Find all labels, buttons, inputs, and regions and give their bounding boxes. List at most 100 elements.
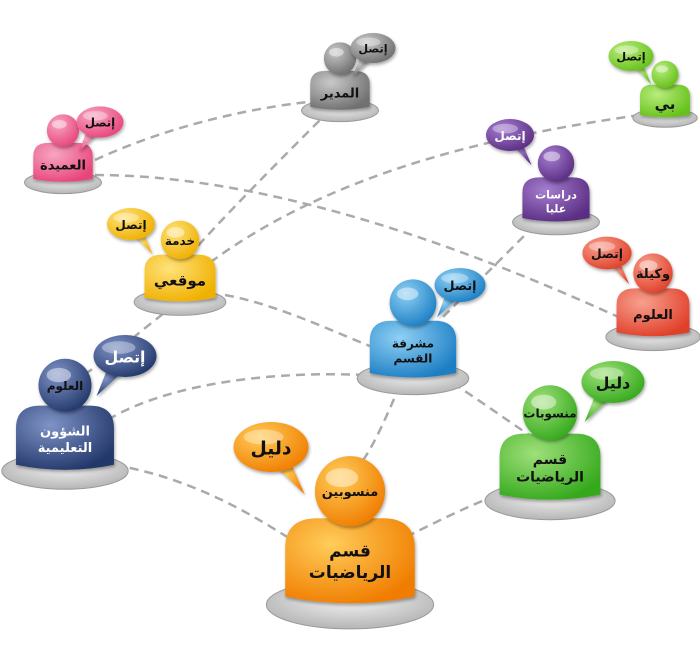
bubble-shape bbox=[434, 268, 486, 302]
head-highlight bbox=[396, 287, 419, 301]
link-dean-vicedean bbox=[94, 173, 626, 322]
head-highlight bbox=[46, 367, 72, 383]
person-bb[interactable]: بي bbox=[632, 60, 698, 128]
person-head-math-staff-green bbox=[522, 385, 578, 440]
body-label-dean-0: العميدة bbox=[40, 158, 86, 173]
bubble-highlight bbox=[441, 273, 469, 284]
body-label-director-0: المدير bbox=[320, 86, 360, 101]
head-highlight bbox=[325, 468, 359, 488]
head-label-math-staff-orange: منسوبين bbox=[322, 485, 379, 500]
head-highlight bbox=[328, 47, 344, 57]
speech-bubble-math-staff-green[interactable]: دليل bbox=[581, 361, 645, 422]
bubble-highlight bbox=[82, 111, 108, 121]
person-body-dean bbox=[33, 142, 93, 182]
bubble-label-dean: إتصل bbox=[85, 116, 115, 130]
person-body-website bbox=[144, 254, 216, 302]
bubble-tail bbox=[133, 234, 153, 255]
bubble-tail bbox=[96, 370, 122, 396]
person-body-edu-affairs bbox=[16, 405, 114, 470]
speech-bubble-edu-affairs[interactable]: إتصل bbox=[93, 335, 157, 396]
bubble-highlight bbox=[356, 37, 381, 47]
person-head-edu-affairs bbox=[38, 358, 92, 412]
link-eduaffairs-orange bbox=[114, 463, 301, 547]
bubble-shape bbox=[350, 33, 396, 63]
person-dean[interactable]: العميدة bbox=[24, 114, 102, 195]
link-bb-website bbox=[199, 113, 641, 271]
speech-bubble-website[interactable]: إتصل bbox=[107, 208, 155, 255]
head-highlight bbox=[639, 260, 658, 271]
speech-bubble-dean[interactable]: إتصل bbox=[76, 106, 124, 152]
speech-bubble-graduate[interactable]: إتصل bbox=[486, 119, 534, 166]
person-director[interactable]: المدير bbox=[301, 42, 379, 123]
body-label-math-staff-green-1: الرياضيات bbox=[516, 470, 584, 486]
person-head-dean bbox=[46, 114, 80, 147]
body-label-graduate-1: عليا bbox=[546, 202, 567, 215]
person-body-director bbox=[310, 70, 370, 110]
body-label-vice-dean-0: العلوم bbox=[633, 308, 673, 323]
speech-bubble-bb[interactable]: إتصل bbox=[608, 41, 654, 85]
person-head-graduate bbox=[537, 145, 575, 182]
body-label-math-staff-green-0: قسم bbox=[533, 452, 567, 468]
head-label-math-staff-green: منسوبات bbox=[523, 407, 576, 422]
link-director-website bbox=[184, 109, 331, 261]
body-label-supervisor-0: مشرفة bbox=[392, 337, 434, 351]
bubble-highlight bbox=[589, 367, 624, 380]
bubble-highlight bbox=[492, 123, 518, 134]
person-math-staff-green[interactable]: منسوبات قسم الرياضيات bbox=[484, 385, 616, 521]
bubble-highlight bbox=[614, 45, 639, 55]
bubble-highlight bbox=[243, 429, 284, 445]
body-label-edu-affairs-1: التعليمية bbox=[38, 441, 93, 456]
speech-bubble-vice-dean[interactable]: إتصل bbox=[582, 236, 632, 285]
bubble-shape bbox=[486, 119, 534, 151]
person-body-vice-dean bbox=[616, 288, 690, 337]
bubble-label-math-staff-orange: دليل bbox=[250, 439, 291, 460]
bubble-shape bbox=[76, 106, 124, 138]
body-label-graduate-0: دراسات bbox=[535, 189, 577, 202]
person-body-supervisor bbox=[369, 320, 457, 378]
head-label-vice-dean: وكيلة bbox=[636, 267, 670, 282]
body-label-edu-affairs-0: الشؤون bbox=[40, 425, 90, 440]
bubble-label-math-staff-green: دليل bbox=[596, 373, 630, 392]
bubble-shape bbox=[107, 208, 155, 240]
bubble-highlight bbox=[113, 212, 139, 223]
bubble-shape bbox=[233, 422, 309, 472]
person-body-math-staff-orange bbox=[285, 518, 415, 604]
speech-bubble-director[interactable]: إتصل bbox=[350, 33, 396, 77]
bubble-shape bbox=[608, 41, 654, 71]
bubble-tail bbox=[584, 396, 610, 422]
head-highlight bbox=[655, 65, 669, 73]
bubble-label-graduate: إتصل bbox=[494, 129, 525, 143]
bubble-tail bbox=[78, 132, 98, 152]
bubble-label-bb: إتصل bbox=[616, 51, 645, 64]
bubble-tail bbox=[609, 263, 630, 285]
link-website-supervisor bbox=[224, 293, 381, 352]
bubble-label-supervisor: إتصل bbox=[443, 279, 476, 294]
bubble-label-director: إتصل bbox=[358, 43, 387, 56]
link-green-orange bbox=[409, 488, 511, 537]
person-head-bb bbox=[651, 60, 679, 88]
bubble-tail bbox=[633, 65, 652, 85]
link-dean-director bbox=[94, 98, 331, 162]
body-label-bb-0: بي bbox=[655, 95, 676, 113]
person-vice-dean[interactable]: وكيلة العلوم bbox=[605, 253, 700, 352]
head-highlight bbox=[543, 151, 561, 162]
person-head-director bbox=[323, 42, 357, 75]
speech-bubble-supervisor[interactable]: إتصل bbox=[434, 268, 486, 318]
head-highlight bbox=[166, 227, 185, 238]
bubble-tail bbox=[437, 296, 458, 318]
person-body-graduate bbox=[522, 177, 590, 222]
speech-bubble-math-staff-orange[interactable]: دليل bbox=[233, 422, 309, 495]
bubble-tail bbox=[512, 145, 532, 166]
body-label-math-staff-orange-1: الرياضيات bbox=[309, 563, 391, 583]
link-supervisor-eduaffairs bbox=[99, 373, 366, 427]
bubble-shape bbox=[93, 335, 157, 377]
bubble-tail bbox=[275, 465, 305, 495]
bubble-label-website: إتصل bbox=[115, 218, 146, 232]
person-body-math-staff-green bbox=[499, 433, 601, 500]
